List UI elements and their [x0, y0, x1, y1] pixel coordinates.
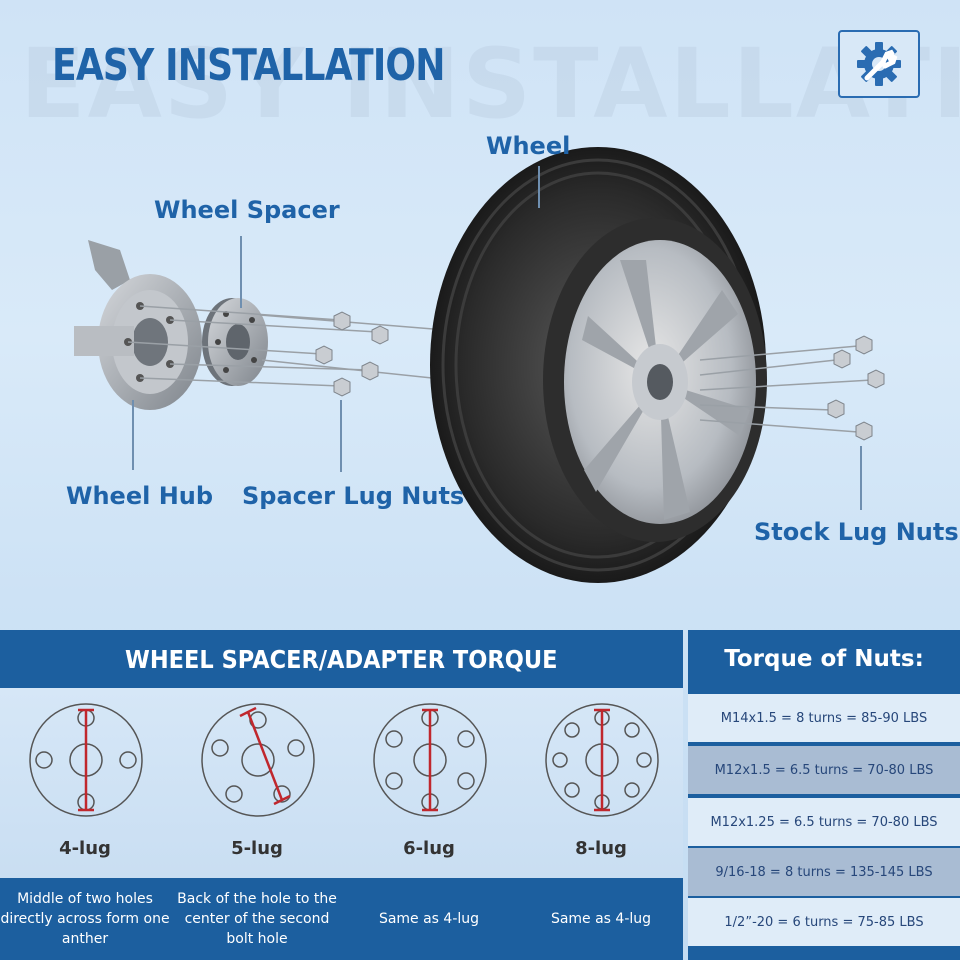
lug-name-6: 6-lug [403, 838, 455, 859]
label-wheel-spacer: Wheel Spacer [154, 196, 340, 224]
torque-section-header: WHEEL SPACER/ADAPTER TORQUE [0, 630, 683, 688]
wheel-spacer-part [202, 298, 268, 386]
lug-description-4: Middle of two holes directly across form… [0, 891, 170, 947]
nut-torque-row: 9/16-18 = 8 turns = 135-145 LBS [688, 848, 960, 896]
stock-stud-lines [699, 345, 873, 433]
label-wheel-hub: Wheel Hub [66, 482, 214, 510]
nut-torque-row: M12x1.5 = 6.5 turns = 70-80 LBS [688, 746, 960, 794]
lug-patterns: 4-lug 5-lug [0, 688, 683, 878]
lug-pattern-6: 6-lug [344, 688, 514, 878]
lug-pattern-5: 5-lug [172, 688, 342, 878]
lug-pattern-4: 4-lug [0, 688, 170, 878]
lug-pattern-8: 8-lug [516, 688, 686, 878]
title-watermark: EASY INSTALLATION [20, 28, 960, 140]
label-stock-lug-nuts: Stock Lug Nuts [754, 518, 959, 546]
gear-wrench-icon [838, 30, 920, 98]
lug-name-5: 5-lug [231, 838, 283, 859]
spacer-lug-nut-group [315, 311, 389, 397]
4-lug-diagram [29, 703, 143, 817]
leader-spacer-lug-nuts [340, 400, 342, 472]
nut-torque-row: 1/2”-20 = 6 turns = 75-85 LBS [688, 898, 960, 946]
label-spacer-lug-nuts: Spacer Lug Nuts [242, 482, 465, 510]
5-lug-diagram [201, 703, 315, 817]
wheel-hub [74, 240, 202, 410]
stock-lug-nut-group [827, 335, 885, 441]
leader-stock-lug-nuts [860, 446, 862, 510]
leader-wheel-hub [132, 400, 134, 470]
leader-wheel [538, 166, 540, 208]
nut-torque-row: M14x1.5 = 8 turns = 85-90 LBS [688, 694, 960, 742]
leader-wheel-spacer [240, 236, 242, 308]
lug-description-8: Same as 4-lug [550, 911, 652, 927]
wheel-tire [430, 147, 767, 583]
label-wheel: Wheel [486, 132, 571, 160]
page-title: EASY INSTALLATION [52, 40, 445, 91]
nuts-torque-title: Torque of Nuts: [724, 646, 924, 672]
lug-description-5: Back of the hole to the center of the se… [177, 891, 337, 947]
nut-torque-row: M12x1.25 = 6.5 turns = 70-80 LBS [688, 798, 960, 846]
6-lug-diagram [373, 703, 487, 817]
torque-section-title: WHEEL SPACER/ADAPTER TORQUE [125, 644, 558, 674]
lug-description-6: Same as 4-lug [378, 911, 480, 927]
8-lug-diagram [545, 703, 659, 817]
lug-name-8: 8-lug [575, 838, 627, 859]
lug-description-bar: Middle of two holes directly across form… [0, 878, 683, 960]
exploded-wheel-diagram [74, 147, 885, 583]
lug-name-4: 4-lug [59, 838, 111, 859]
